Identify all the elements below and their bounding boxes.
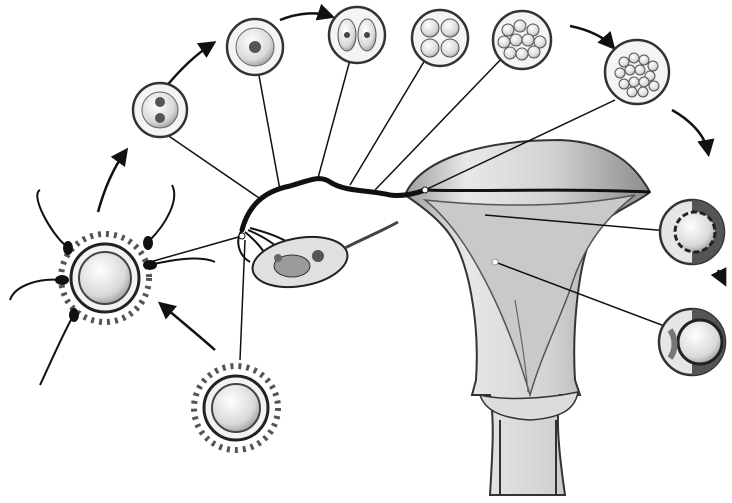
implantation-icon xyxy=(660,200,724,264)
implantation-icon xyxy=(659,309,725,375)
pronuclei-icon xyxy=(133,83,187,137)
zygote-icon xyxy=(227,19,283,75)
blastocyst-icon xyxy=(605,40,669,104)
ovary xyxy=(249,222,398,294)
two-cell-icon xyxy=(329,7,385,63)
sperm-surrounded-oocyte-icon xyxy=(10,185,215,385)
morula-icon xyxy=(493,11,551,69)
oocyte-with-corona-icon xyxy=(194,366,278,450)
uterus xyxy=(405,140,650,495)
four-cell-icon xyxy=(412,10,468,66)
